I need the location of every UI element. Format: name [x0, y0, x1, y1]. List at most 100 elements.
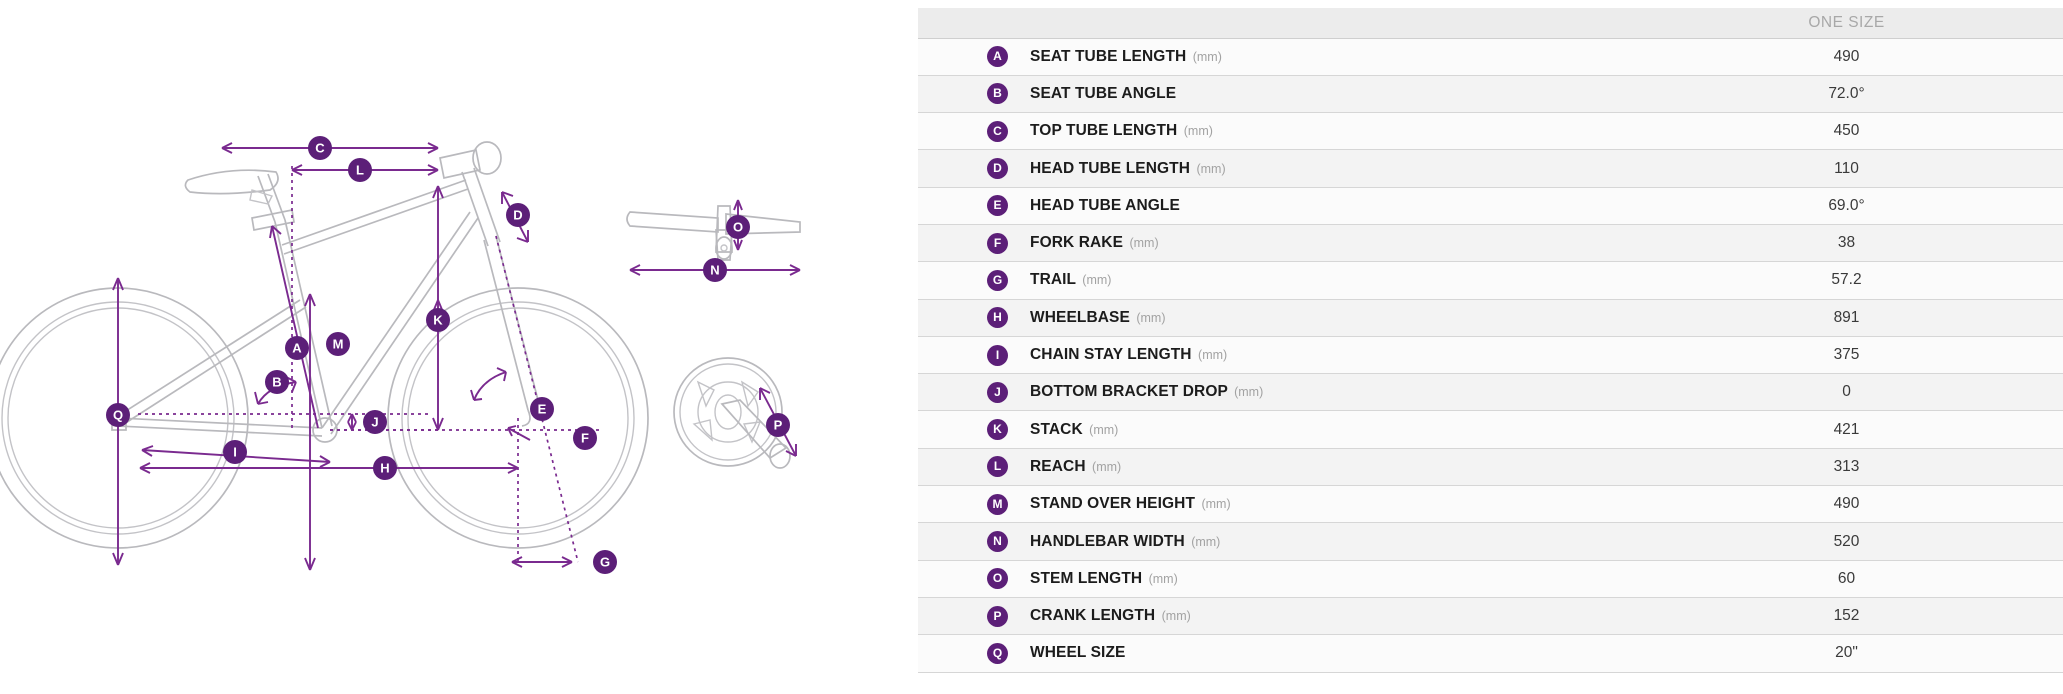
- row-value-cell: 20": [1630, 634, 2063, 673]
- row-badge: G: [987, 269, 1008, 291]
- row-badge: O: [987, 568, 1008, 590]
- label-text-D: D: [513, 208, 522, 223]
- row-value-cell: 490: [1630, 38, 2063, 76]
- row-name: BOTTOM BRACKET DROP: [1030, 383, 1228, 401]
- row-unit: (mm): [1092, 459, 1122, 474]
- header-size-col: ONE SIZE: [1630, 8, 2063, 39]
- label-badge-D: D: [506, 203, 530, 227]
- row-name: TOP TUBE LENGTH: [1030, 122, 1178, 140]
- row-unit: (mm): [1201, 497, 1231, 512]
- row-unit: (mm): [1196, 161, 1226, 176]
- row-name: SEAT TUBE ANGLE: [1030, 84, 1177, 102]
- row-badge: C: [987, 120, 1008, 142]
- label-text-F: F: [581, 431, 589, 446]
- row-badge: P: [987, 605, 1008, 627]
- diagram-svg: C L D K A: [0, 136, 801, 574]
- row-unit: (mm): [1198, 348, 1228, 363]
- row-name-cell: FORK RAKE (mm): [1030, 224, 1630, 263]
- row-badge: B: [987, 83, 1008, 105]
- row-badge-cell: I: [918, 336, 1030, 375]
- row-name-cell: STEM LENGTH (mm): [1030, 560, 1630, 598]
- row-name-cell: STAND OVER HEIGHT (mm): [1030, 485, 1630, 524]
- label-text-I: I: [233, 445, 237, 460]
- row-badge: M: [987, 493, 1008, 515]
- label-text-N: N: [710, 263, 719, 278]
- row-name: CHAIN STAY LENGTH: [1030, 346, 1192, 364]
- label-badge-F: F: [573, 426, 597, 450]
- row-badge-cell: L: [918, 448, 1030, 487]
- row-name-cell: STACK (mm): [1030, 410, 1630, 449]
- row-badge-cell: N: [918, 522, 1030, 561]
- row-name: HEAD TUBE ANGLE: [1030, 196, 1180, 214]
- row-value-cell: 152: [1630, 597, 2063, 636]
- row-name: SEAT TUBE LENGTH: [1030, 47, 1187, 65]
- label-text-C: C: [315, 141, 325, 156]
- label-text-Q: Q: [113, 408, 123, 423]
- row-badge: Q: [987, 642, 1008, 664]
- label-text-O: O: [733, 220, 743, 235]
- row-badge: L: [987, 456, 1008, 478]
- label-badge-K: K: [426, 308, 450, 332]
- row-unit: (mm): [1136, 310, 1166, 325]
- row-name-cell: BOTTOM BRACKET DROP (mm): [1030, 373, 1630, 412]
- row-name-cell: WHEELBASE (mm): [1030, 299, 1630, 337]
- label-badge-B: B: [265, 370, 289, 394]
- row-unit: (mm): [1129, 236, 1159, 251]
- row-name-cell: HEAD TUBE LENGTH (mm): [1030, 149, 1630, 188]
- row-value-cell: 520: [1630, 522, 2063, 561]
- label-badge-I: I: [223, 440, 247, 464]
- label-badge-M: M: [326, 332, 350, 356]
- row-value-cell: 69.0°: [1630, 187, 2063, 225]
- row-unit: (mm): [1191, 534, 1221, 549]
- row-badge-cell: B: [918, 75, 1030, 114]
- table-row: E HEAD TUBE ANGLE 69.0°: [918, 187, 2063, 225]
- row-badge-cell: O: [918, 560, 1030, 598]
- row-name-cell: HANDLEBAR WIDTH (mm): [1030, 522, 1630, 561]
- label-badge-C: C: [308, 136, 332, 160]
- row-badge-cell: E: [918, 187, 1030, 225]
- row-unit: (mm): [1183, 124, 1213, 139]
- row-value-cell: 60: [1630, 560, 2063, 598]
- label-badge-L: L: [348, 158, 372, 182]
- row-value-cell: 490: [1630, 485, 2063, 524]
- row-value-cell: 891: [1630, 299, 2063, 337]
- label-badge-G: G: [593, 550, 617, 574]
- label-text-M: M: [333, 337, 344, 352]
- label-text-G: G: [600, 555, 610, 570]
- label-text-P: P: [774, 418, 783, 433]
- row-badge: E: [987, 195, 1008, 217]
- row-value-cell: 375: [1630, 336, 2063, 375]
- row-name-cell: CHAIN STAY LENGTH (mm): [1030, 336, 1630, 375]
- row-unit: (mm): [1234, 385, 1264, 400]
- row-unit: (mm): [1082, 273, 1112, 288]
- row-name: REACH: [1030, 457, 1086, 475]
- row-name-cell: SEAT TUBE ANGLE: [1030, 75, 1630, 114]
- row-value-cell: 110: [1630, 149, 2063, 188]
- row-name: WHEEL SIZE: [1030, 644, 1126, 662]
- label-badge-N: N: [703, 258, 727, 282]
- row-name-cell: SEAT TUBE LENGTH (mm): [1030, 38, 1630, 76]
- row-name-cell: REACH (mm): [1030, 448, 1630, 487]
- label-badge-J: J: [363, 410, 387, 434]
- row-name: STAND OVER HEIGHT: [1030, 495, 1196, 513]
- row-name: HANDLEBAR WIDTH: [1030, 532, 1185, 550]
- row-badge-cell: K: [918, 410, 1030, 449]
- row-unit: (mm): [1192, 49, 1222, 64]
- label-text-A: A: [292, 341, 302, 356]
- label-text-H: H: [380, 461, 389, 476]
- header-row: ONE SIZE: [918, 8, 2063, 39]
- label-badge-Q: Q: [106, 403, 130, 427]
- row-name-cell: HEAD TUBE ANGLE: [1030, 187, 1630, 225]
